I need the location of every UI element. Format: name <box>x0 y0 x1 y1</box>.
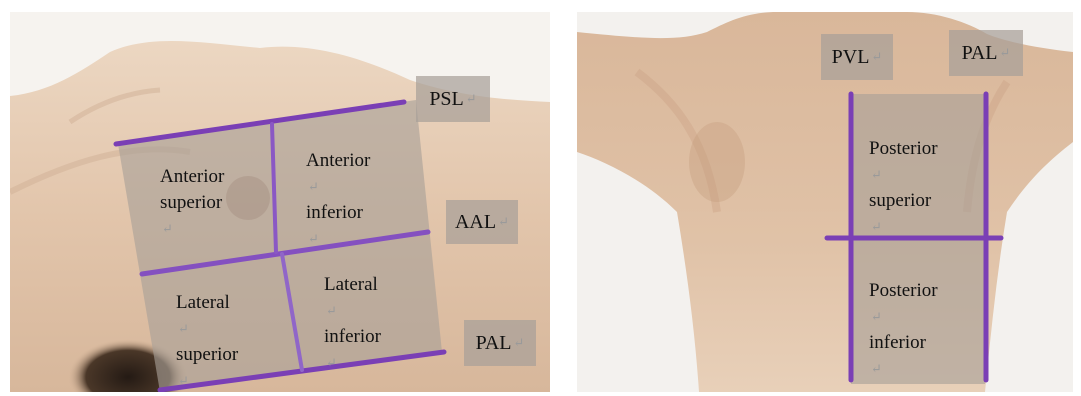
pal-label-left: PAL↵ <box>464 320 536 366</box>
region-lateral-inferior: Lateral↵ inferior↵ <box>324 272 381 376</box>
pvl-label: PVL↵ <box>821 34 893 80</box>
aal-label: AAL↵ <box>446 200 518 244</box>
region-anterior-inferior: Anterior↵ inferior↵ <box>306 148 370 252</box>
region-posterior-inferior: Posterior↵ inferior↵ <box>869 278 938 382</box>
region-lateral-superior: Lateral↵ superior↵ <box>176 290 238 392</box>
psl-label: PSL↵ <box>416 76 490 122</box>
back-photo: PVL↵ PAL↵ Posterior↵ superior↵ Posterior… <box>577 12 1073 392</box>
lateral-chest-photo: PSL↵ AAL↵ PAL↵ Anterior superior↵ Anteri… <box>10 12 550 392</box>
chest-grid-overlay <box>118 100 442 392</box>
region-posterior-superior: Posterior↵ superior↵ <box>869 136 938 240</box>
region-anterior-superior: Anterior superior↵ <box>160 164 224 242</box>
pal-label-right: PAL↵ <box>949 30 1023 76</box>
